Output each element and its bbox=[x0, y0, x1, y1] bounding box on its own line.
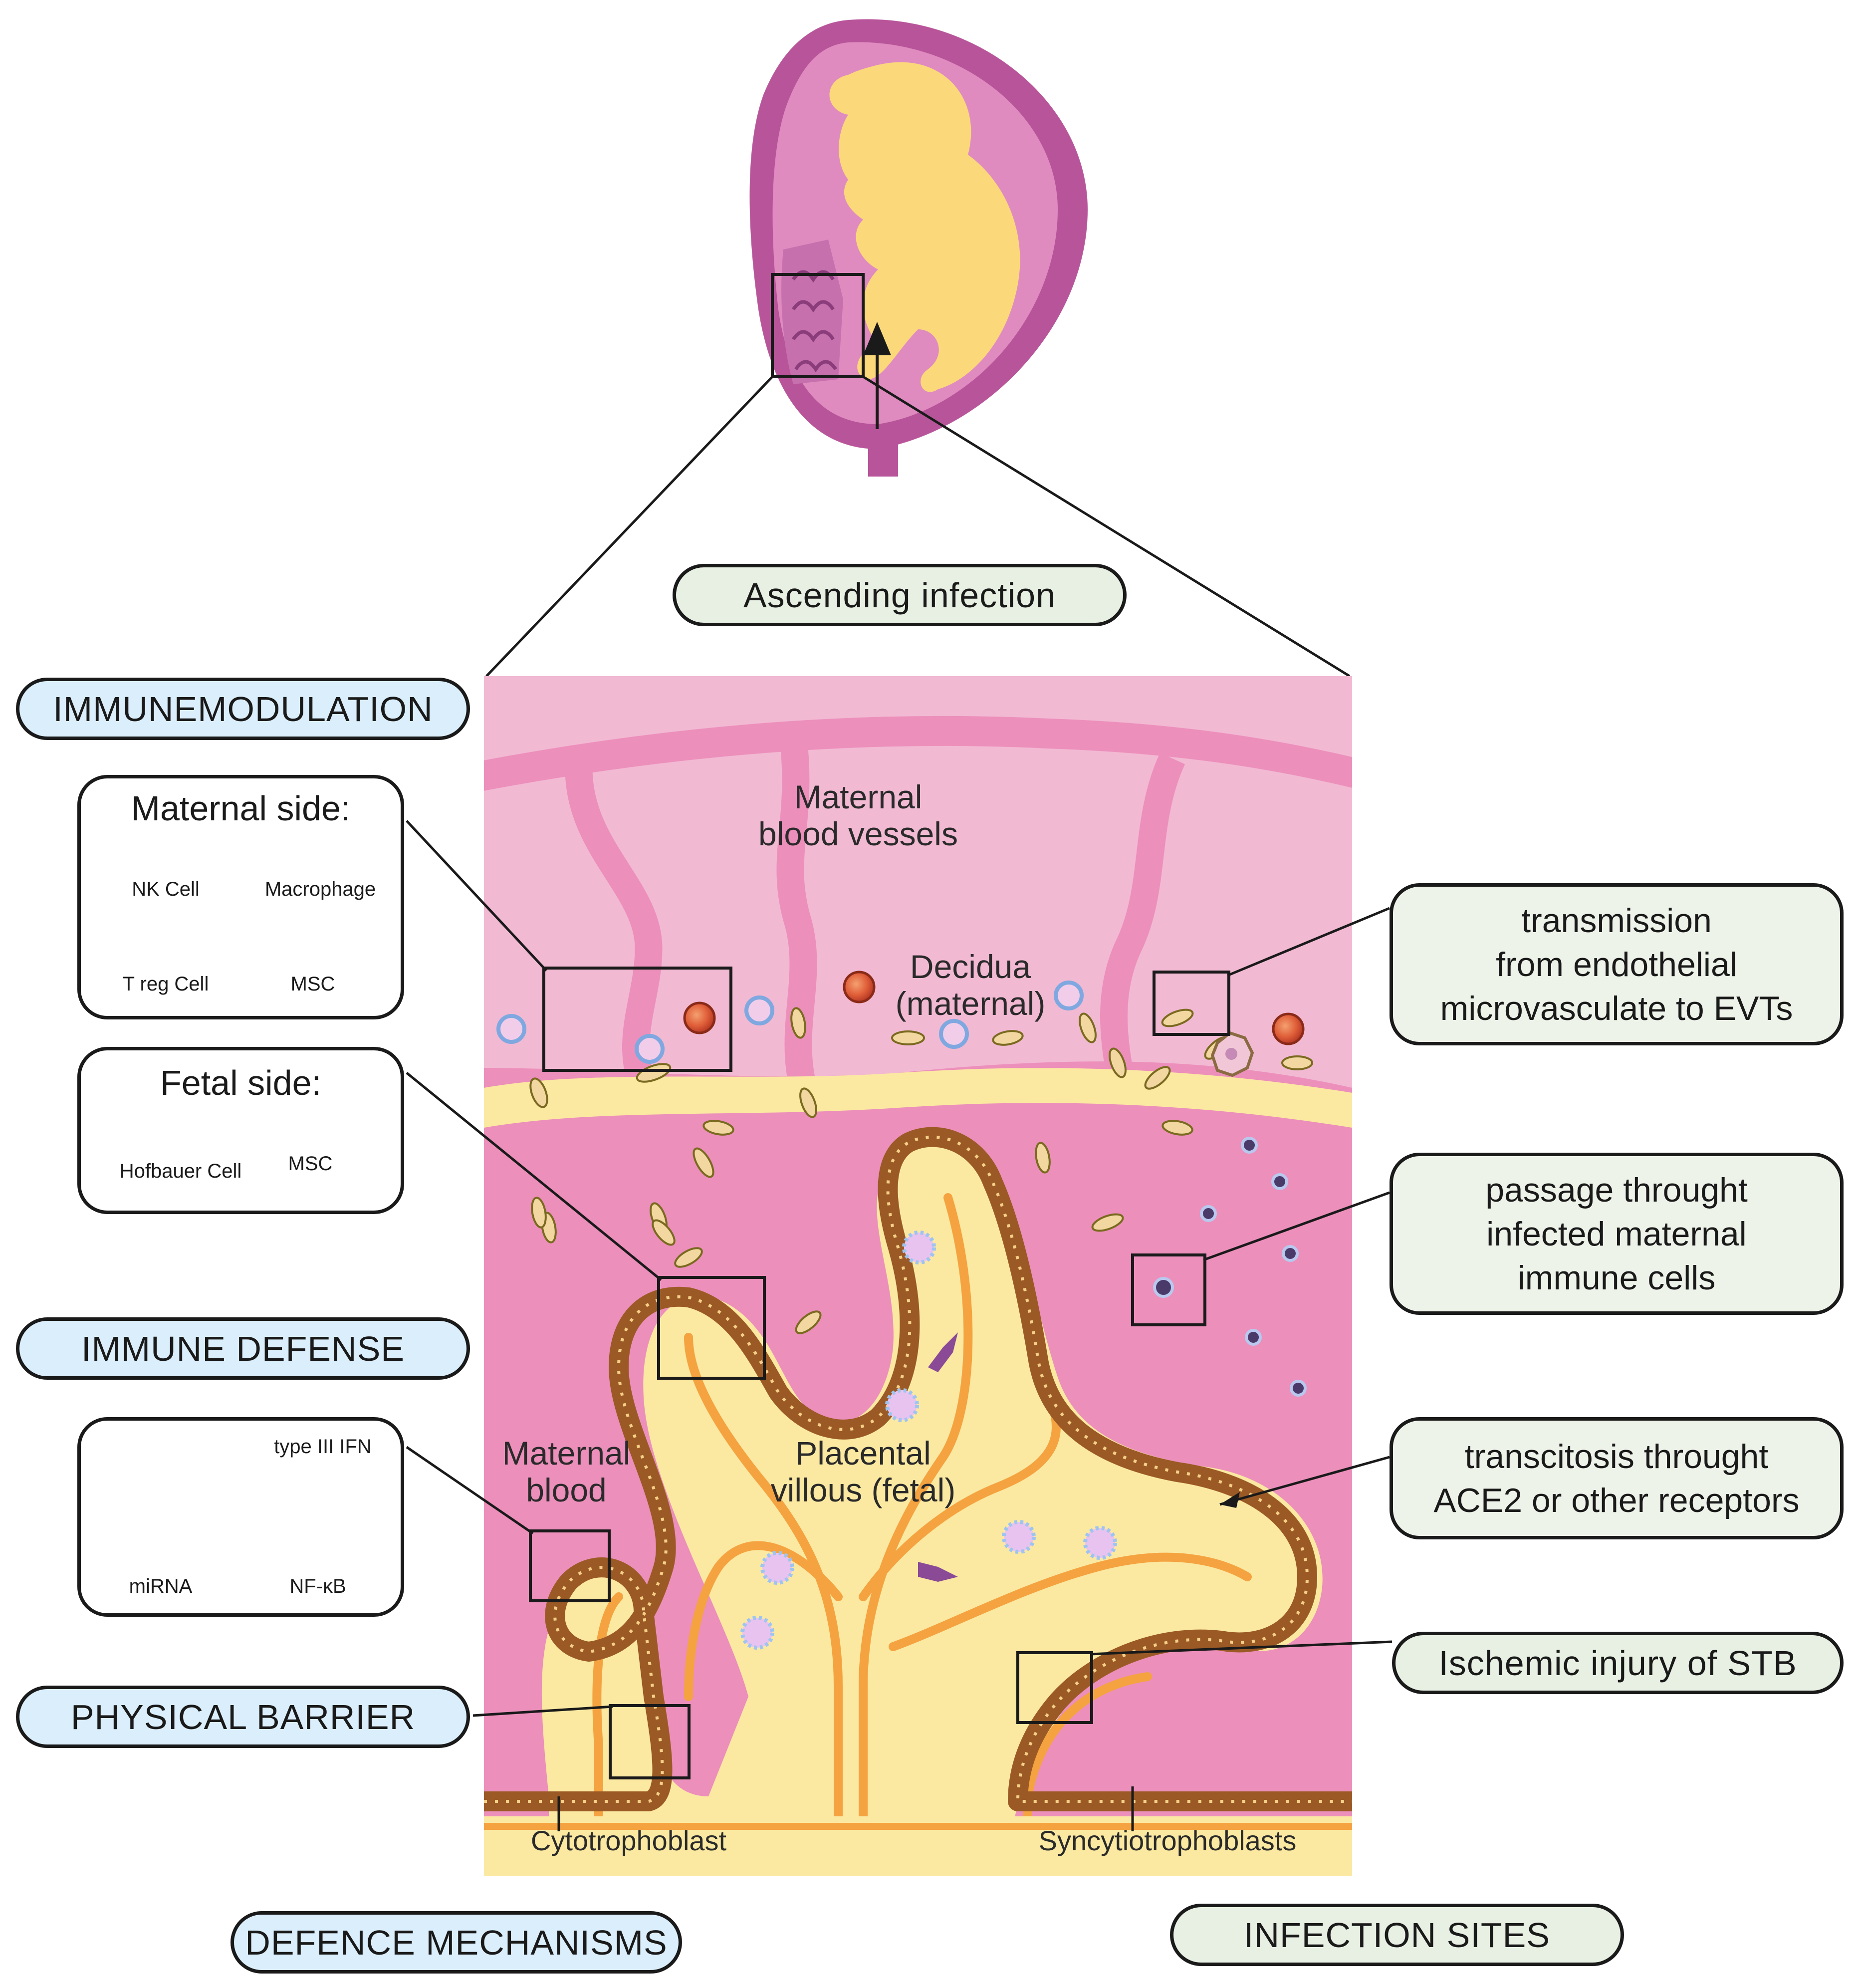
decidual-cells bbox=[529, 1007, 1313, 1334]
defense-box: type III IFN miRNA NF-κB bbox=[77, 1417, 404, 1617]
hofbauer-cell-label: Hofbauer Cell bbox=[119, 1160, 242, 1182]
ascending-infection-label: Ascending infection bbox=[673, 564, 1127, 626]
vessel-left bbox=[565, 768, 663, 1093]
maternal-side-box: Maternal side: NK Cell Macrophage T reg … bbox=[77, 775, 404, 1019]
vessel-arch bbox=[484, 716, 1352, 791]
ischemic-injury-label: Ischemic injury of STB bbox=[1392, 1632, 1844, 1694]
msc-cell-1 bbox=[928, 1332, 958, 1372]
placenta-panel bbox=[484, 676, 1352, 1876]
maternal-blood-label: Maternal blood bbox=[502, 1435, 631, 1508]
transcitosis-line-2: ACE2 or other receptors bbox=[1433, 1481, 1800, 1519]
transmission-box: transmission from endothelial microvascu… bbox=[1390, 883, 1844, 1045]
physical-barrier-label: PHYSICAL BARRIER bbox=[16, 1686, 470, 1748]
vessel-right bbox=[1100, 752, 1185, 1091]
maternal-side-title: Maternal side: bbox=[131, 789, 351, 828]
maternal-vessels-label: Maternal blood vessels bbox=[758, 778, 958, 852]
placental-villous-label: Placental villous (fetal) bbox=[770, 1435, 956, 1508]
msc-cell-2 bbox=[918, 1562, 958, 1582]
treg-cell-label: T reg Cell bbox=[122, 973, 209, 995]
inset-transmission bbox=[1153, 971, 1230, 1036]
transcitosis-arrowhead bbox=[1220, 1492, 1240, 1508]
transmission-line-1: transmission bbox=[1521, 901, 1712, 940]
msc-fetal-label: MSC bbox=[288, 1153, 333, 1175]
defence-mechanisms-label: DEFENCE MECHANISMS bbox=[231, 1911, 682, 1974]
inset-defense bbox=[529, 1529, 611, 1602]
type-iii-ifn-label: type III IFN bbox=[274, 1436, 372, 1458]
uterus-inset-frame bbox=[771, 273, 865, 378]
connector-lines bbox=[406, 820, 1393, 1717]
decidua-band bbox=[484, 676, 1352, 1088]
infection-sites-label: INFECTION SITES bbox=[1170, 1904, 1624, 1966]
inset-maternal bbox=[542, 967, 732, 1072]
transmission-line-2: from endothelial bbox=[1496, 945, 1737, 984]
transcitosis-box: transcitosis throught ACE2 or other rece… bbox=[1390, 1417, 1844, 1539]
fetal-side-title: Fetal side: bbox=[160, 1063, 321, 1102]
transcitosis-line-1: transcitosis throught bbox=[1464, 1437, 1769, 1476]
passage-line-1: passage throught bbox=[1485, 1171, 1748, 1209]
passage-line-3: immune cells bbox=[1517, 1258, 1716, 1297]
nk-cell-label: NK Cell bbox=[132, 878, 200, 900]
inset-infected bbox=[1131, 1253, 1206, 1326]
immune-defense-label: IMMUNE DEFENSE bbox=[16, 1317, 470, 1380]
zoom-line-left bbox=[485, 376, 773, 677]
macrophage-label: Macrophage bbox=[264, 878, 376, 900]
cytotrophoblast-label: Cytotrophoblast bbox=[530, 1825, 727, 1856]
inset-barrier bbox=[609, 1704, 691, 1779]
mirna-label: miRNA bbox=[129, 1575, 193, 1597]
fetal-side-box: Fetal side: Hofbauer Cell MSC bbox=[77, 1047, 404, 1214]
immunemodulation-label: IMMUNEMODULATION bbox=[16, 678, 470, 740]
infected-cells bbox=[1153, 1137, 1307, 1397]
hofbauer-cells bbox=[740, 1231, 1117, 1650]
treg-cells bbox=[496, 981, 1084, 1064]
syncytiotrophoblasts-label: Syncytiotrophoblasts bbox=[1038, 1825, 1297, 1856]
inset-ischemic bbox=[1016, 1651, 1093, 1724]
ascending-arrow-icon bbox=[863, 322, 891, 355]
transmission-line-3: microvasculate to EVTs bbox=[1440, 989, 1793, 1027]
msc-label: MSC bbox=[290, 973, 335, 995]
basal-plate-top bbox=[484, 1068, 1352, 1128]
placenta-villi bbox=[792, 270, 837, 373]
zoom-line-right bbox=[862, 375, 1351, 678]
passage-box: passage throught infected maternal immun… bbox=[1390, 1153, 1844, 1315]
passage-line-2: infected maternal bbox=[1486, 1215, 1747, 1253]
decidua-label: Decidua (maternal) bbox=[895, 948, 1046, 1022]
uterus-illustration bbox=[749, 19, 1088, 477]
nk-cells bbox=[683, 971, 1305, 1045]
trophoblast-wall bbox=[484, 1127, 1352, 1811]
fetus bbox=[829, 62, 1020, 392]
inset-fetal bbox=[657, 1276, 766, 1380]
nfkb-label: NF-κB bbox=[289, 1575, 346, 1597]
